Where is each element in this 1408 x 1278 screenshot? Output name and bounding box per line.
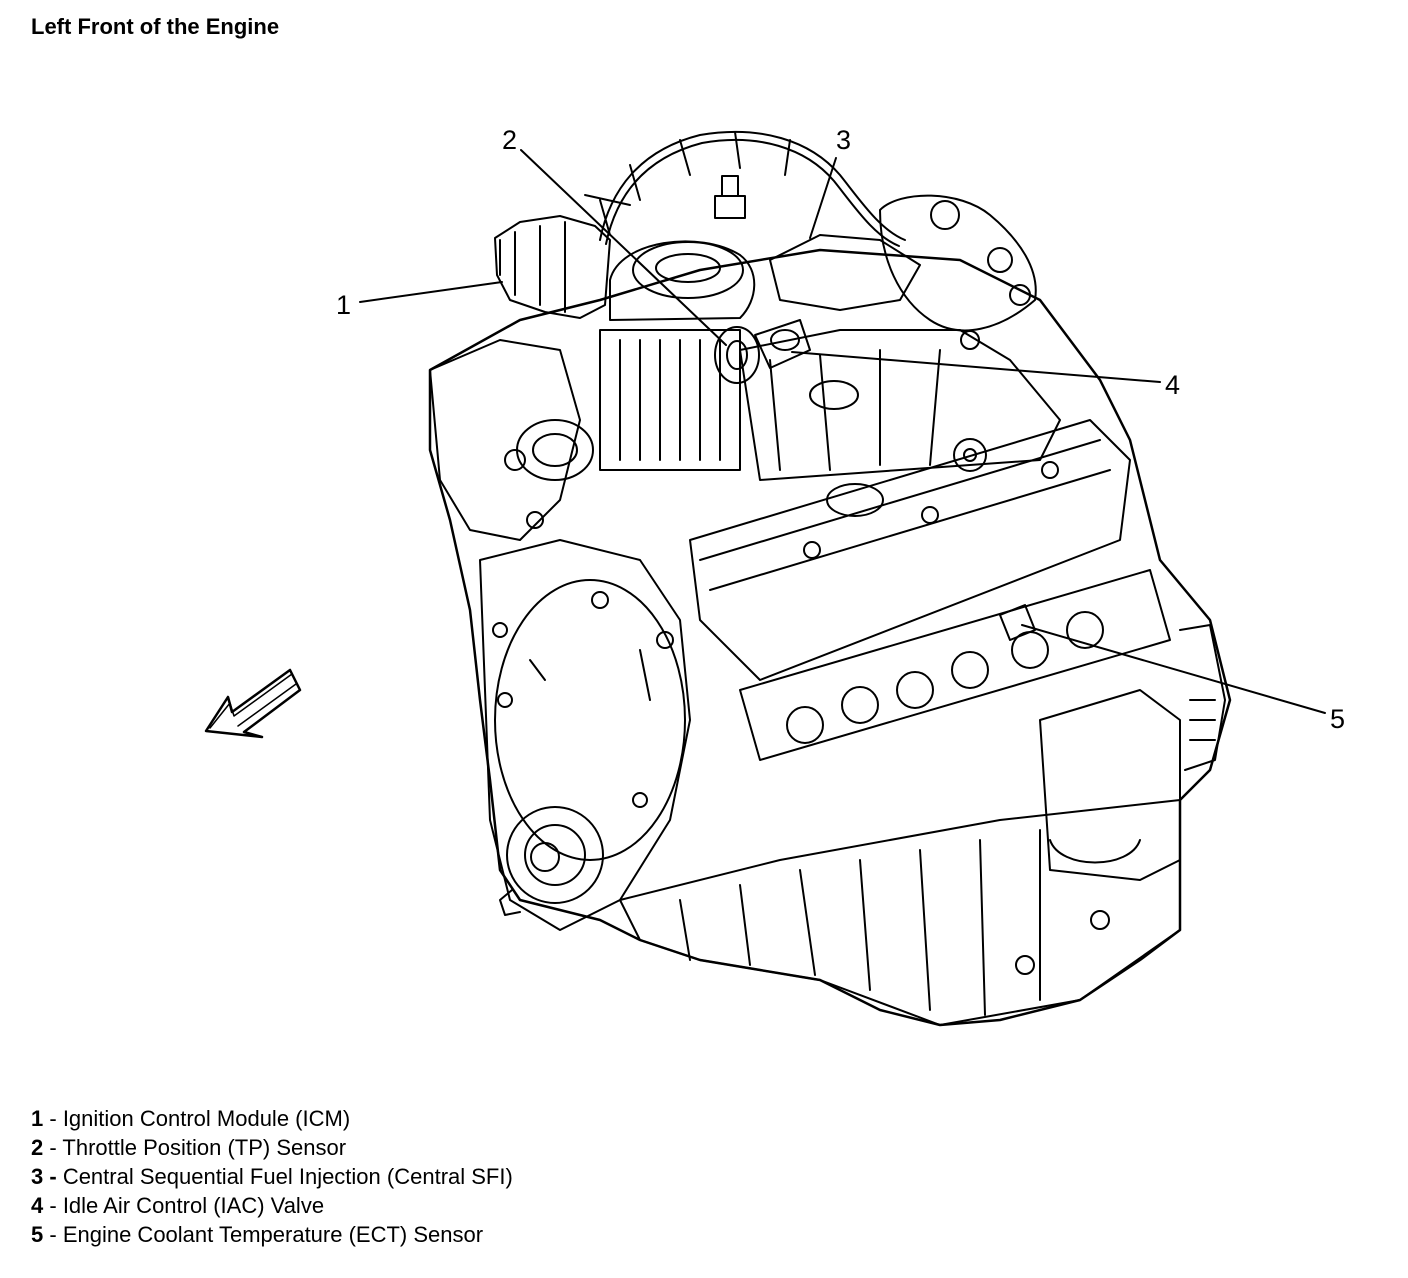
- callout-number-5: 5: [1330, 704, 1346, 734]
- legend-text: Ignition Control Module (ICM): [62, 1106, 351, 1131]
- callout-number-1: 1: [336, 290, 352, 320]
- legend-item-4: 4 - Idle Air Control (IAC) Valve: [31, 1191, 513, 1220]
- legend-item-2: 2 - Throttle Position (TP) Sensor: [31, 1133, 513, 1162]
- legend: 1 - Ignition Control Module (ICM) 2 - Th…: [31, 1104, 513, 1249]
- callout-leader-lines: [359, 149, 1326, 714]
- callout-number-4: 4: [1165, 370, 1181, 400]
- leader-line-4: [791, 351, 1161, 383]
- legend-text: Central Sequential Fuel Injection (Centr…: [62, 1164, 513, 1189]
- legend-text: Engine Coolant Temperature (ECT) Sensor: [62, 1222, 484, 1247]
- legend-separator: -: [43, 1193, 63, 1218]
- leader-line-1: [359, 281, 503, 303]
- leader-line-2: [520, 149, 727, 346]
- legend-separator: -: [43, 1222, 63, 1247]
- page-title: Left Front of the Engine: [31, 14, 280, 39]
- legend-separator: -: [43, 1106, 63, 1131]
- legend-separator: -: [43, 1164, 63, 1189]
- callout-number-3: 3: [836, 125, 852, 155]
- legend-number: 3: [31, 1164, 44, 1189]
- legend-item-3: 3 - Central Sequential Fuel Injection (C…: [31, 1162, 513, 1191]
- legend-number: 1: [31, 1106, 44, 1131]
- legend-item-5: 5 - Engine Coolant Temperature (ECT) Sen…: [31, 1220, 513, 1249]
- legend-number: 2: [31, 1135, 44, 1160]
- legend-number: 4: [31, 1193, 44, 1218]
- front-direction-arrow-icon: [204, 668, 302, 739]
- legend-number: 5: [31, 1222, 44, 1247]
- engine-illustration: [428, 131, 1232, 1027]
- legend-text: Throttle Position (TP) Sensor: [62, 1135, 347, 1160]
- legend-item-1: 1 - Ignition Control Module (ICM): [31, 1104, 513, 1133]
- leader-line-5: [1021, 624, 1326, 714]
- callout-number-2: 2: [502, 125, 518, 155]
- leader-line-3: [809, 157, 837, 239]
- legend-separator: -: [43, 1135, 63, 1160]
- legend-text: Idle Air Control (IAC) Valve: [62, 1193, 325, 1218]
